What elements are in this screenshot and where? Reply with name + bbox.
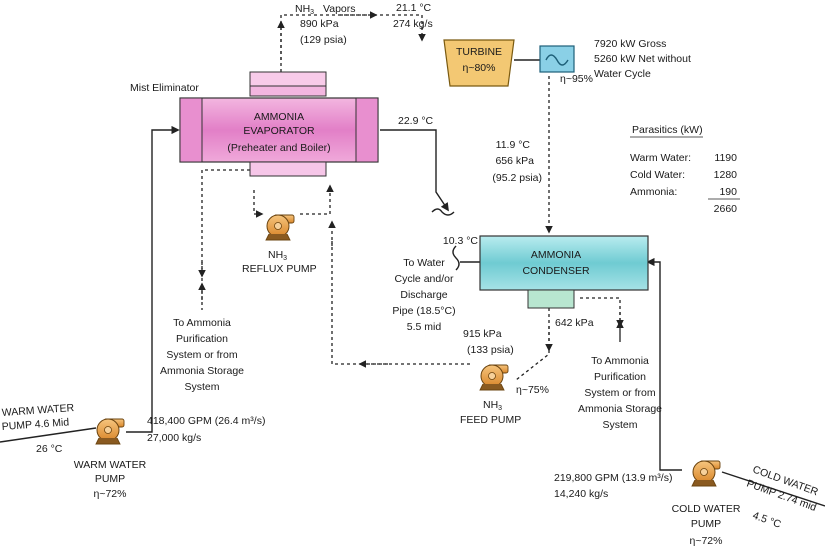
feed-pump-efficiency: η~75% (516, 384, 549, 396)
condenser-discharge-label: To Water Cycle and/or Discharge Pipe (18… (392, 257, 455, 333)
condenser-to-feed-line (515, 308, 550, 381)
feed-pump-name: FEED PUMP (460, 414, 521, 426)
turbine-efficiency: η~80% (463, 62, 496, 74)
warm-water-flow: 418,400 GPM (26.4 m³/s) (147, 415, 265, 427)
vapors-nh3: NH3 (295, 3, 314, 16)
purification-right-label: To Ammonia Purification System or from A… (578, 355, 662, 431)
parasitics-title: Parasitics (kW) (632, 124, 703, 136)
purification-line: System (602, 419, 637, 431)
vapors-pressure-psia: (129 psia) (300, 34, 347, 46)
exhaust-pressure: 656 kPa (495, 155, 534, 167)
condenser-outlet-pressure: 642 kPa (555, 317, 594, 329)
cold-water-supply-pipe (646, 257, 682, 471)
feed-pump-pressure: 915 kPa (463, 328, 502, 340)
cold-water-flow: 219,800 GPM (13.9 m³/s) (554, 472, 672, 484)
parasitics-row-label: Cold Water: (630, 169, 685, 181)
purification-line: Ammonia Storage (578, 403, 662, 415)
parasitics-row-label: Ammonia: (630, 186, 677, 198)
vapors-flow: 274 kg/s (393, 18, 433, 30)
purification-line: System (184, 381, 219, 393)
warm-water-inlet-label: WARM WATER (1, 402, 75, 419)
warm-water-outlet-pipe (380, 129, 449, 212)
purification-line: Purification (176, 333, 228, 345)
warm-water-flow2: 27,000 kg/s (147, 432, 201, 444)
ac-wave-icon (545, 54, 569, 66)
condenser-name2: CONDENSER (522, 265, 590, 277)
warm-water-inlet-pipe (0, 427, 97, 443)
reflux-inlet-line (253, 190, 264, 218)
discharge-line: Pipe (18.5°C) (392, 305, 455, 317)
reflux-pump-name: REFLUX PUMP (242, 263, 317, 275)
parasitics-row-value: 190 (719, 186, 737, 198)
cold-water-pump-name2: PUMP (691, 518, 721, 530)
feed-pump-pressure-psia: (133 psia) (467, 344, 514, 356)
vapors-label: Vapors (323, 3, 356, 15)
purification-line: Ammonia Storage (160, 365, 244, 377)
turbine-label: TURBINE (456, 46, 502, 58)
ammonia-evaporator[interactable]: AMMONIA EVAPORATOR (Preheater and Boiler… (179, 71, 379, 177)
warm-water-supply-pipe (126, 125, 180, 433)
exhaust-temp: 11.9 °C (496, 139, 531, 151)
wave-symbol (431, 208, 455, 216)
discharge-line: Discharge (400, 289, 447, 301)
warm-water-inlet-label2: PUMP 4.6 Mid (1, 416, 69, 433)
condenser-name: AMMONIA (531, 249, 581, 261)
generator-efficiency: η~95% (560, 73, 593, 85)
vapors-temp: 21.1 °C (396, 2, 432, 14)
condenser-discharge-wave (452, 245, 460, 271)
reflux-pump-icon[interactable] (265, 214, 295, 241)
warm-water-pump-name2: PUMP (95, 473, 125, 485)
cold-water-inlet-pipe (721, 471, 825, 507)
discharge-line: 5.5 mid (407, 321, 442, 333)
feed-nh3: NH3 (483, 399, 502, 412)
purification-left-label: To Ammonia Purification System or from A… (160, 317, 244, 393)
vapors-pressure: 890 kPa (300, 18, 339, 30)
parasitics-row-value: 1280 (714, 169, 738, 181)
turbine[interactable]: TURBINE η~80% (443, 39, 515, 87)
parasitics-row-label: Warm Water: (630, 152, 691, 164)
condenser-temp: 10.3 °C (443, 235, 479, 247)
cold-water-pump-icon[interactable] (691, 460, 721, 487)
purification-line: Purification (594, 371, 646, 383)
mist-eliminator-label: Mist Eliminator (130, 82, 199, 94)
discharge-line: Cycle and/or (395, 273, 454, 285)
discharge-line: To Water (403, 257, 445, 269)
parasitics-total: 2660 (714, 203, 738, 215)
exhaust-pressure-psia: (95.2 psia) (492, 172, 542, 184)
cold-water-pump-name: COLD WATER (672, 503, 741, 515)
purification-line: System or from (166, 349, 237, 361)
evaporator-name2: EVAPORATOR (243, 125, 315, 137)
evaporator-name: AMMONIA (254, 111, 304, 123)
feed-pump-icon[interactable] (479, 364, 509, 391)
cold-water-inlet-temp: 4.5 °C (751, 510, 783, 531)
generator[interactable] (539, 45, 575, 73)
parasitics-table: Parasitics (kW) Warm Water: 1190 Cold Wa… (630, 124, 740, 215)
purification-line: To Ammonia (173, 317, 231, 329)
cold-water-flow2: 14,240 kg/s (554, 488, 608, 500)
parasitics-row-value: 1190 (714, 152, 737, 164)
purification-line: System or from (584, 387, 655, 399)
turbine-gross: 7920 kW Gross (594, 38, 666, 50)
purification-line: To Ammonia (591, 355, 649, 367)
evaporator-sub: (Preheater and Boiler) (227, 142, 330, 154)
turbine-net2: Water Cycle (594, 68, 651, 80)
evaporator-outlet-temp: 22.9 °C (398, 115, 434, 127)
feed-return-line (331, 240, 470, 365)
reflux-return-line (300, 184, 334, 215)
warm-water-pump-icon[interactable] (95, 418, 125, 445)
ammonia-condenser[interactable]: AMMONIA CONDENSER (479, 235, 649, 309)
turbine-net: 5260 kW Net without (594, 53, 691, 65)
warm-water-pump-efficiency: η~72% (94, 488, 127, 500)
warm-water-inlet-temp: 26 °C (36, 443, 63, 455)
warm-water-pump-name: WARM WATER (74, 459, 147, 471)
reflux-nh3: NH3 (268, 249, 287, 262)
cold-water-pump-efficiency: η~72% (690, 535, 723, 547)
vapor-line (280, 14, 426, 72)
purification-left-line (201, 169, 250, 310)
